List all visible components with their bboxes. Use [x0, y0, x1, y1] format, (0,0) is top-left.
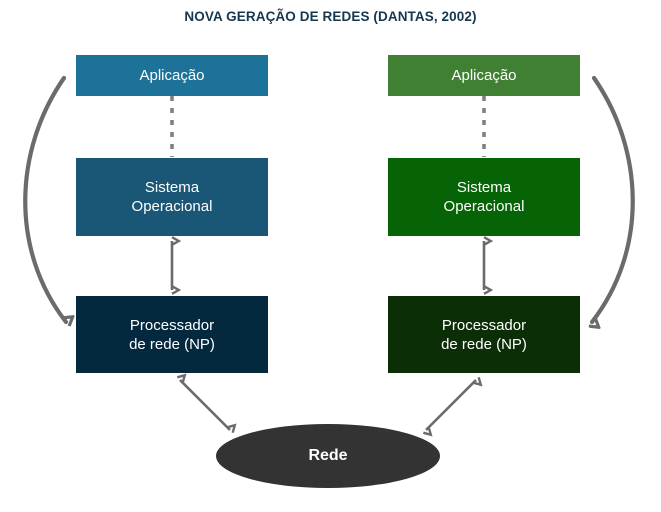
connector-left-processor-to-network [180, 380, 230, 430]
node-left-os[interactable]: Sistema Operacional [76, 158, 268, 236]
node-right-processor-label: Processador de rede (NP) [441, 316, 527, 353]
node-right-processor[interactable]: Processador de rede (NP) [388, 296, 580, 373]
node-right-application-label: Aplicação [451, 67, 517, 84]
node-left-application[interactable]: Aplicação [76, 55, 268, 96]
connector-right-bypass-curve [592, 75, 635, 322]
connector-left-bypass-curve [23, 75, 66, 322]
node-right-application[interactable]: Aplicação [388, 55, 580, 96]
node-left-application-label: Aplicação [139, 67, 205, 84]
page-title: NOVA GERAÇÃO DE REDES (DANTAS, 2002) [184, 9, 477, 24]
node-left-os-label: Sistema Operacional [131, 179, 213, 215]
connector-right-processor-to-network [426, 380, 476, 430]
node-right-os[interactable]: Sistema Operacional [388, 158, 580, 236]
node-left-processor[interactable]: Processador de rede (NP) [76, 296, 268, 373]
node-network[interactable]: Rede [216, 424, 440, 488]
node-network-label: Rede [308, 447, 348, 464]
node-left-processor-label: Processador de rede (NP) [129, 316, 215, 353]
node-right-os-label: Sistema Operacional [443, 179, 525, 215]
